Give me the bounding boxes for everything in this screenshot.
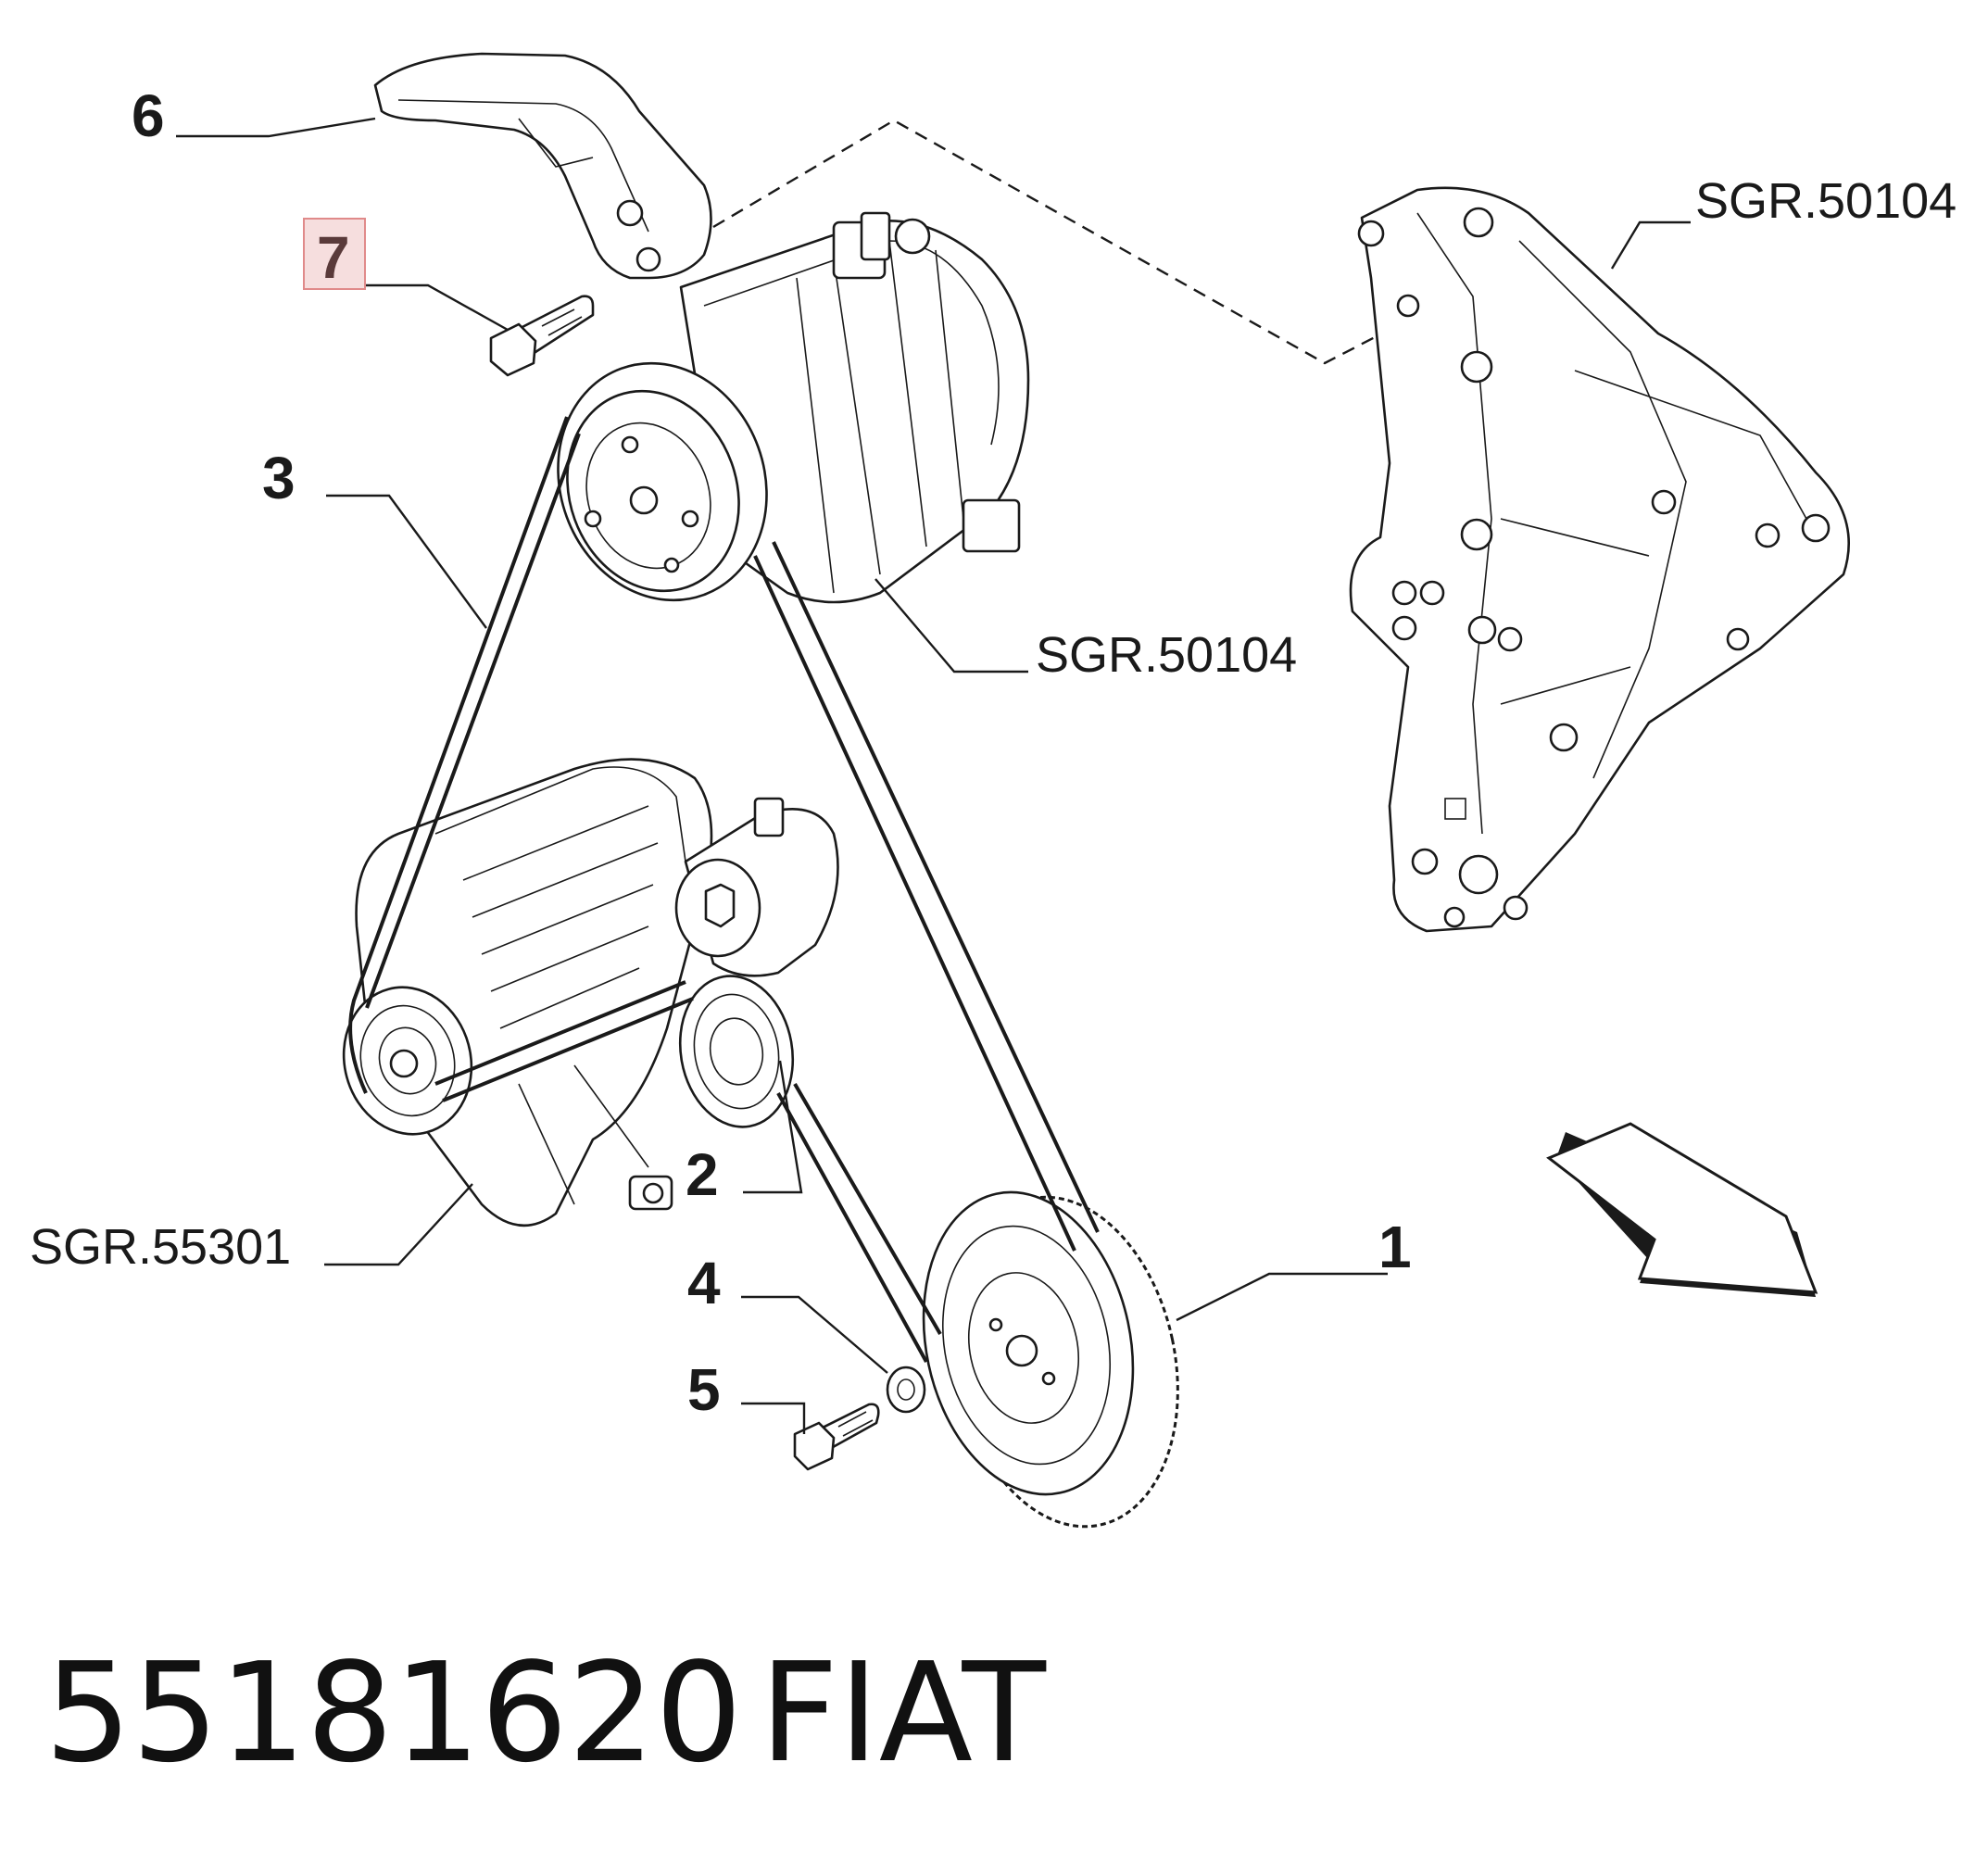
callout-7[interactable]: 7 xyxy=(317,224,350,291)
bolt-5-part xyxy=(793,1403,880,1471)
callout-7-highlight xyxy=(303,218,366,290)
poly-v-belt-3-part xyxy=(348,416,1100,1363)
callout-6[interactable]: 6 xyxy=(132,82,165,149)
part-number-caption: 55181620 xyxy=(44,1633,742,1793)
crankshaft-pulley-1-part xyxy=(922,1190,1179,1529)
tensioner-cover-part xyxy=(373,52,712,280)
washer-4-part xyxy=(886,1366,926,1414)
bolt-7-part xyxy=(489,295,595,377)
direction-arrow-icon xyxy=(1546,1122,1818,1297)
compressor-reference-label[interactable]: SGR.50104 xyxy=(1036,627,1297,683)
bracket-reference-label[interactable]: SGR.50104 xyxy=(1695,173,1957,229)
alternator-reference-label[interactable]: SGR.55301 xyxy=(30,1219,291,1275)
callout-5[interactable]: 5 xyxy=(687,1356,721,1423)
brand-caption: FIAT xyxy=(760,1633,1047,1793)
compressor-pulley-part xyxy=(557,361,768,602)
leader-lines xyxy=(176,117,1691,1434)
ac-compressor-part xyxy=(679,211,1030,604)
tensioner-unit-part xyxy=(674,797,839,977)
callout-2[interactable]: 2 xyxy=(686,1141,719,1208)
idler-pulley-2-part xyxy=(678,975,795,1128)
callout-4[interactable]: 4 xyxy=(687,1250,721,1316)
alternator-pulley-part xyxy=(342,986,473,1136)
callout-3[interactable]: 3 xyxy=(262,445,296,511)
mounting-bracket-part xyxy=(1349,186,1850,933)
callout-1[interactable]: 1 xyxy=(1378,1214,1412,1280)
dashed-assembly-line xyxy=(712,119,1404,365)
